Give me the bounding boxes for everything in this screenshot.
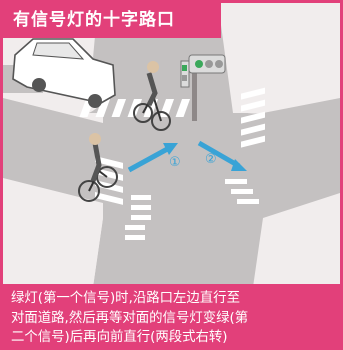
step-marker-2: ② (205, 152, 217, 167)
page-title: 有信号灯的十字路口 (3, 3, 221, 38)
cyclist-top-icon (133, 61, 171, 131)
caption-line: 绿灯(第一个信号)时,沿路口左边直行至 (11, 291, 240, 306)
crosswalk-bottom (125, 179, 259, 240)
caption-line: 对面道路,然后再等对面的信号灯变绿(第 (11, 310, 249, 326)
caption-box: 绿灯(第一个信号)时,沿路口左边直行至 对面道路,然后再等对面的信号灯变绿(第 … (3, 284, 340, 347)
caption-line: 二个信号)后再向前直行(两段式右转) (11, 330, 228, 345)
step-marker-1: ① (169, 155, 181, 170)
arrow-step-1 (127, 143, 178, 173)
arrow-step-2 (197, 140, 247, 171)
car-illustration (12, 38, 116, 108)
traffic-signal-icon (180, 54, 226, 121)
crosswalk-top (79, 99, 191, 117)
cyclist-left-icon (78, 133, 118, 202)
crosswalk-right (241, 87, 265, 148)
intersection-scene: ① ② (3, 3, 340, 287)
